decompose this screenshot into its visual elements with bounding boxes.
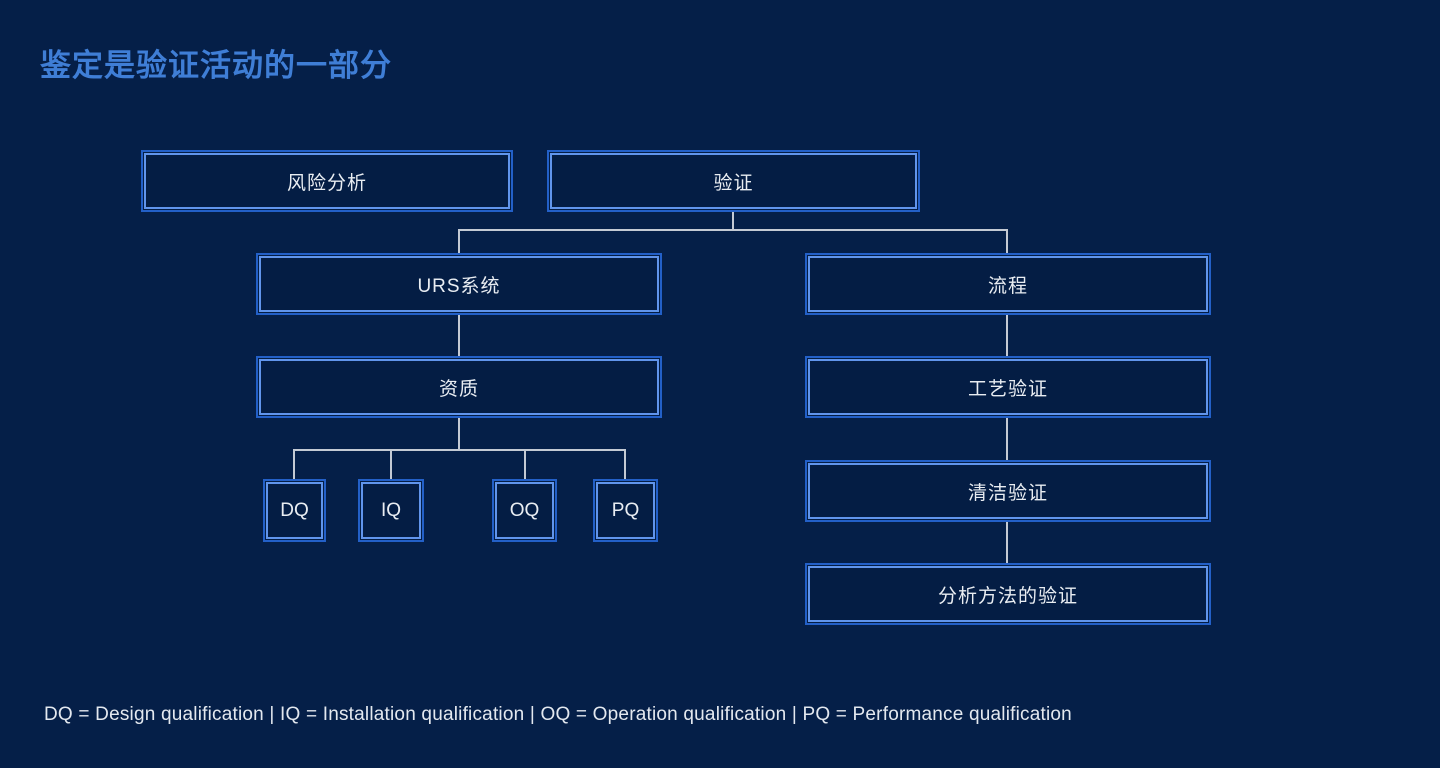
- node-oq: OQ: [492, 479, 557, 542]
- connector-qualification-split: [293, 449, 626, 451]
- node-dq: DQ: [263, 479, 326, 542]
- connector-to-urs-system: [458, 229, 460, 254]
- connector-validation-stub: [732, 211, 734, 231]
- node-process-validation: 工艺验证: [805, 356, 1211, 418]
- node-risk-analysis: 风险分析: [141, 150, 513, 212]
- connector-to-cleaning-validation: [1006, 418, 1008, 461]
- connector-to-process: [1006, 229, 1008, 254]
- connector-process-to-process-validation: [1006, 314, 1008, 358]
- connector-to-dq: [293, 449, 295, 480]
- node-validation: 验证: [547, 150, 920, 212]
- node-iq: IQ: [358, 479, 424, 542]
- legend-text: DQ = Design qualification | IQ = Install…: [44, 704, 1072, 725]
- connector-to-analytical-method-validation: [1006, 521, 1008, 564]
- page-title: 鉴定是验证活动的一部分: [40, 48, 392, 83]
- connector-urs-to-qualification: [458, 314, 460, 358]
- node-process: 流程: [805, 253, 1211, 315]
- connector-to-iq: [390, 449, 392, 480]
- node-analytical-method-validation: 分析方法的验证: [805, 563, 1211, 625]
- connector-to-pq: [624, 449, 626, 480]
- node-urs-system: URS系统: [256, 253, 662, 315]
- connector-to-oq: [524, 449, 526, 480]
- node-cleaning-validation: 清洁验证: [805, 460, 1211, 522]
- connector-qualification-stub: [458, 418, 460, 451]
- node-pq: PQ: [593, 479, 658, 542]
- connector-validation-split: [458, 229, 1008, 231]
- node-qualification: 资质: [256, 356, 662, 418]
